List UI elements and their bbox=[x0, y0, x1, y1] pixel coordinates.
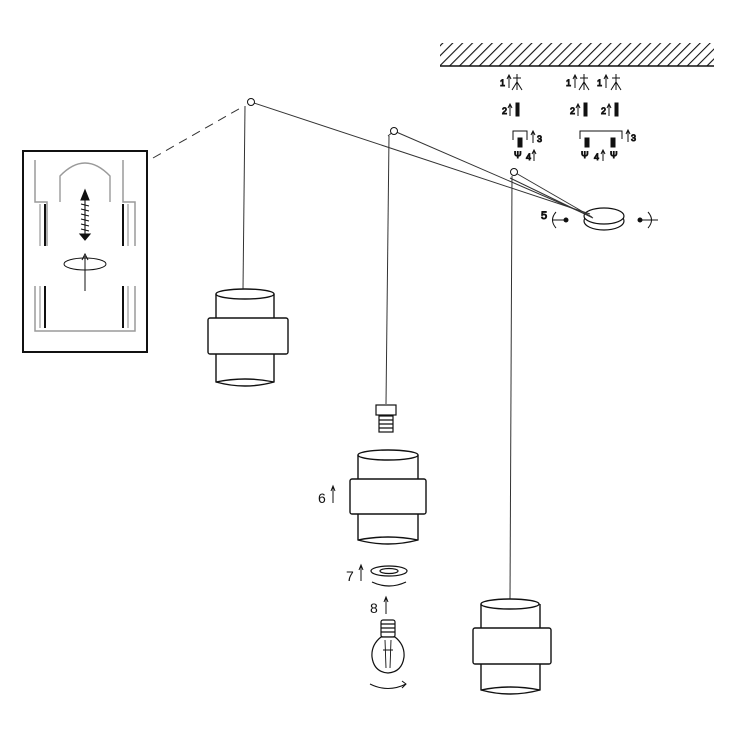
bracket-icon bbox=[512, 130, 528, 140]
step-4-ph-icon: Ψ bbox=[514, 150, 522, 160]
screw-icon bbox=[515, 102, 520, 117]
step-1-label-c: 1 bbox=[597, 78, 602, 88]
pendant-shade-icon bbox=[472, 598, 552, 695]
step-7-label: 7 bbox=[346, 568, 354, 584]
step-1-label: 1 bbox=[500, 78, 505, 88]
step-4-label-b: 4 bbox=[594, 152, 599, 162]
step-3-4-brackets: 3 Ψ 4 3 Ψ 4 Ψ bbox=[512, 128, 637, 163]
ring-icon bbox=[370, 565, 408, 587]
step-3-label: 3 bbox=[537, 134, 542, 144]
step-3-label-b: 3 bbox=[631, 133, 636, 143]
screw-icon bbox=[78, 188, 92, 241]
step-1-anchor-bolts: 1 1 1 bbox=[500, 73, 622, 91]
step-4-ph-icon: Ψ bbox=[610, 150, 618, 160]
step-2-wall-plugs: 2 2 2 bbox=[502, 102, 619, 117]
anchor-bolt-icon bbox=[511, 74, 523, 91]
step-1-label-b: 1 bbox=[566, 78, 571, 88]
step-5-label: 5 bbox=[541, 210, 547, 222]
rotate-arrow-icon bbox=[63, 252, 107, 291]
rotate-arrow-icon bbox=[647, 211, 652, 229]
step-4-label: 4 bbox=[526, 152, 531, 162]
up-arrow-icon bbox=[358, 563, 364, 581]
cables bbox=[152, 98, 594, 601]
pendant-shade-icon bbox=[207, 288, 289, 387]
step-5-rotate: 5 bbox=[541, 210, 658, 229]
step-4-ph-icon: Ψ bbox=[581, 150, 589, 160]
step-2-label-c: 2 bbox=[601, 106, 606, 116]
screw-icon bbox=[583, 102, 588, 117]
step-2-label-b: 2 bbox=[570, 106, 575, 116]
bulb-icon bbox=[371, 619, 405, 674]
screw-icon bbox=[614, 102, 619, 117]
rotate-arrow-icon bbox=[369, 680, 407, 689]
socket-icon bbox=[375, 404, 397, 433]
step-6-label: 6 bbox=[318, 490, 326, 506]
canopy-icon bbox=[583, 207, 625, 231]
pendant-shade-icon bbox=[349, 449, 427, 545]
ceiling-hatch-icon bbox=[440, 43, 714, 67]
up-arrow-icon bbox=[330, 484, 336, 503]
anchor-bolt-icon bbox=[578, 74, 590, 91]
up-arrow-icon bbox=[383, 595, 389, 614]
anchor-bolt-icon bbox=[610, 74, 622, 91]
step-8-label: 8 bbox=[370, 600, 378, 616]
detail-inset-box bbox=[22, 150, 148, 353]
bracket-icon bbox=[579, 130, 623, 139]
step-2-label: 2 bbox=[502, 106, 507, 116]
